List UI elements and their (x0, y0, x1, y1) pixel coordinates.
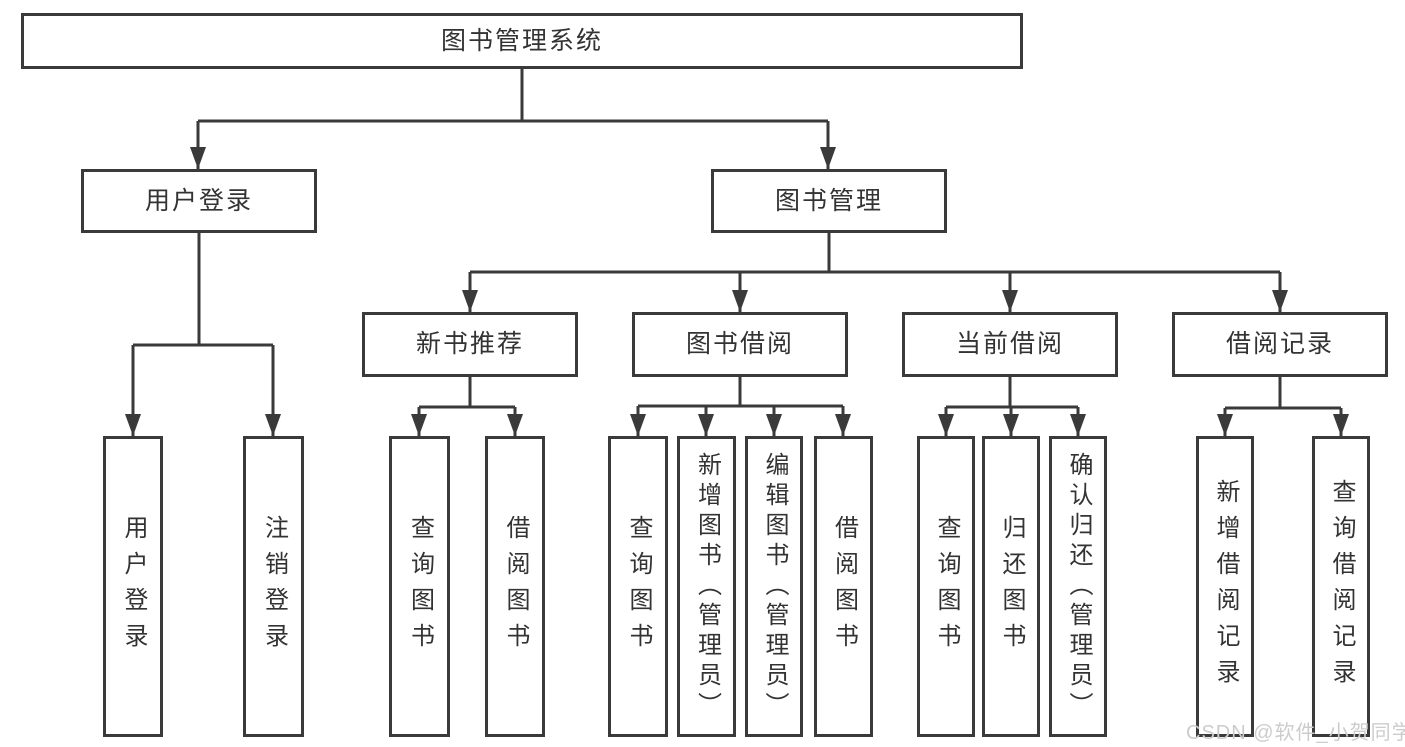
node-label: 图书管理 (774, 186, 883, 215)
node-leaf-logout: 注销登录 (243, 436, 304, 737)
node-label: 查询图书 (933, 514, 960, 659)
node-label: 查询图书 (406, 514, 434, 659)
node-label: 注销登录 (260, 514, 288, 659)
node-leaf-query-borrow-record: 查询借阅记录 (1312, 436, 1370, 737)
node-label: 图书管理系统 (440, 26, 603, 55)
node-leaf-query-books-3: 查询图书 (917, 436, 975, 737)
node-label: 新增借阅记录 (1212, 478, 1239, 695)
node-book-borrowing: 图书借阅 (632, 312, 848, 377)
node-leaf-query-books-2: 查询图书 (608, 436, 668, 737)
node-leaf-borrow-books-1: 借阅图书 (485, 436, 545, 737)
node-label: 借阅图书 (830, 514, 858, 659)
node-label: 新增图书（管理员） (693, 451, 721, 722)
node-leaf-add-borrow-record: 新增借阅记录 (1196, 436, 1254, 737)
node-label: 当前借阅 (955, 330, 1064, 358)
node-leaf-user-login: 用户登录 (103, 436, 163, 737)
node-label: 图书借阅 (685, 330, 794, 358)
node-leaf-borrow-books-2: 借阅图书 (814, 436, 873, 737)
node-borrowing-records: 借阅记录 (1172, 312, 1388, 377)
node-current-borrowing: 当前借阅 (902, 312, 1118, 377)
node-label: 查询图书 (625, 514, 652, 659)
node-user-login: 用户登录 (81, 169, 317, 233)
node-leaf-return-book: 归还图书 (982, 436, 1040, 737)
node-label: 确认归还（管理员） (1065, 451, 1092, 722)
node-label: 新书推荐 (415, 330, 524, 358)
node-new-book-recommend: 新书推荐 (362, 312, 578, 377)
node-label: 用户登录 (120, 514, 147, 659)
node-label: 编辑图书（管理员） (761, 451, 788, 722)
node-label: 查询借阅记录 (1328, 478, 1355, 695)
node-label: 借阅图书 (502, 514, 529, 659)
node-leaf-add-book-admin: 新增图书（管理员） (677, 436, 736, 737)
node-leaf-edit-book-admin: 编辑图书（管理员） (745, 436, 803, 737)
node-library-system: 图书管理系统 (21, 13, 1023, 69)
node-book-management: 图书管理 (711, 169, 947, 233)
node-label: 借阅记录 (1225, 330, 1334, 358)
node-label: 归还图书 (998, 514, 1025, 659)
node-leaf-query-books-1: 查询图书 (389, 436, 450, 737)
node-label: 用户登录 (144, 186, 253, 215)
watermark: CSDN @软件_小贺同学 (1186, 722, 1405, 744)
node-leaf-confirm-return-admin: 确认归还（管理员） (1049, 436, 1107, 737)
